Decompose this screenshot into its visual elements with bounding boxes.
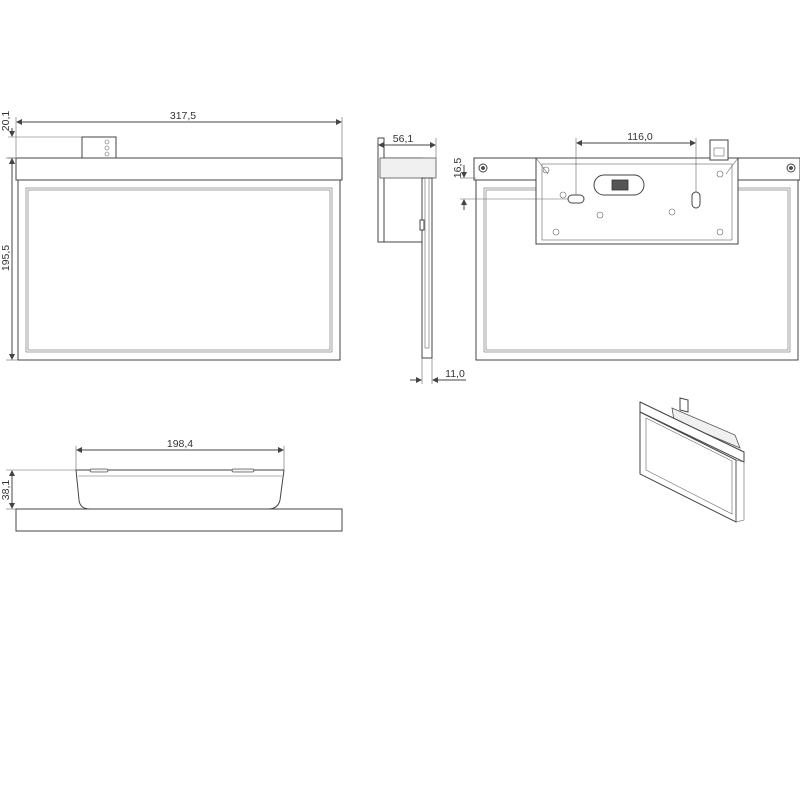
back-mount-plate — [535, 157, 739, 245]
bracket-hole-icon — [104, 151, 110, 157]
front-panel — [17, 179, 341, 361]
side-bracket-plate — [377, 137, 385, 243]
back-view: 116,0 16,5 — [452, 131, 800, 361]
dim-housing-depth: 38,1 — [0, 480, 12, 501]
front-view: 317,5 20,1 195,5 — [0, 110, 343, 361]
dim-offset-back: 16,5 — [452, 158, 464, 179]
top-panel — [15, 508, 343, 532]
side-panel-edge — [421, 177, 433, 359]
slot-hole-icon — [567, 194, 585, 204]
dim-height-front: 195,5 — [0, 245, 12, 271]
slot-hole-icon — [691, 191, 701, 209]
iso-clip — [679, 397, 689, 413]
top-view: 198,4 38,1 — [0, 438, 343, 532]
iso-housing — [671, 407, 741, 449]
front-mount-bracket — [81, 136, 117, 160]
bracket-hole-icon — [104, 139, 110, 145]
dim-width-front: 317,5 — [170, 110, 196, 122]
dim-depth-side: 56,1 — [393, 133, 414, 145]
bracket-hole-icon — [104, 145, 110, 151]
dim-panel-thickness: 11,0 — [445, 368, 465, 380]
connector-icon — [611, 179, 629, 191]
isometric-view — [639, 397, 745, 523]
front-panel-window — [25, 187, 333, 353]
back-top-clip — [709, 139, 729, 161]
side-view: 56,1 11,0 — [377, 133, 466, 384]
dim-bracket-spacing: 116,0 — [627, 131, 653, 143]
front-top-rail — [15, 157, 343, 181]
side-top-rail — [379, 157, 437, 179]
dim-bracket-height: 20,1 — [0, 111, 12, 132]
dim-housing-width: 198,4 — [167, 438, 193, 450]
